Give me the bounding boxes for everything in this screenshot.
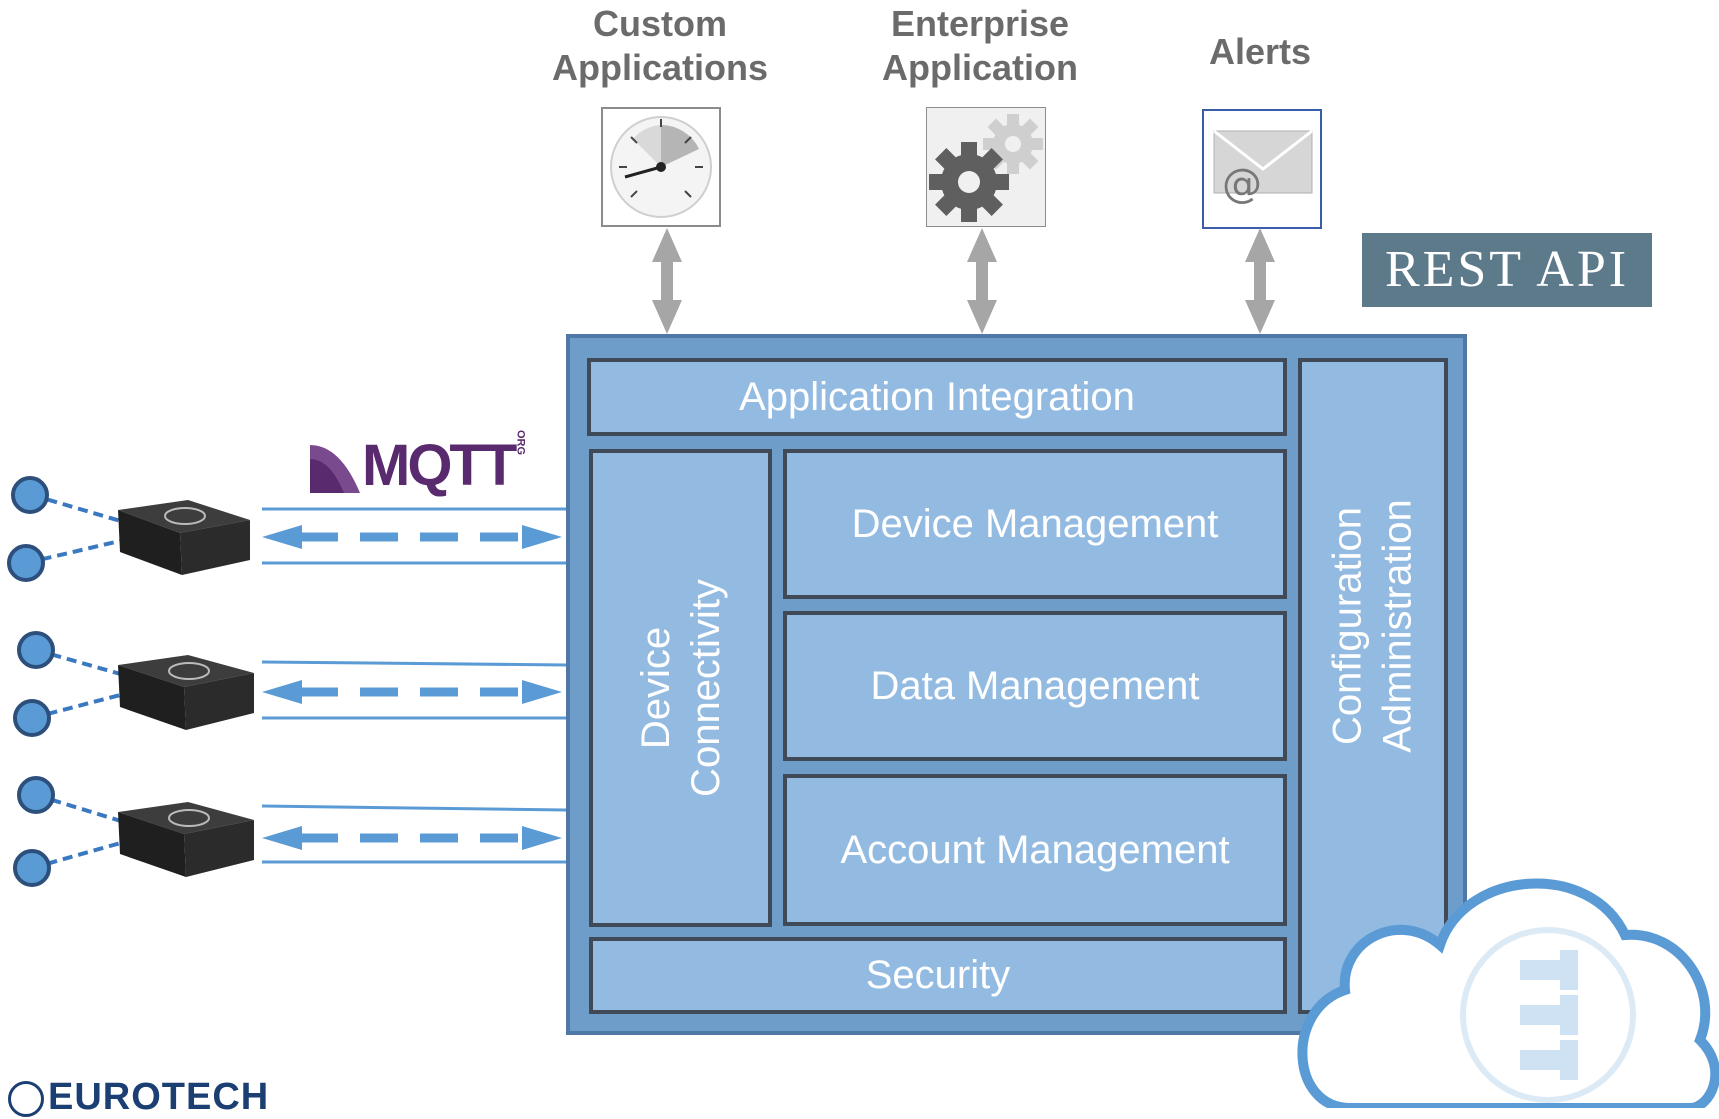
double-arrow-enterprise-app — [967, 228, 997, 334]
label-enterprise-application: Enterprise Application — [882, 3, 1078, 88]
sensor-node — [17, 776, 55, 814]
sensor-node — [11, 476, 49, 514]
platform-box: Application Integration Device Connectiv… — [566, 334, 1467, 1035]
device-management-block: Device Management — [783, 449, 1287, 599]
device-link-group-1 — [262, 507, 566, 565]
gateway-device-3 — [13, 776, 254, 887]
account-management-block: Account Management — [783, 774, 1287, 926]
mqtt-logo: MQTTORG — [310, 430, 526, 499]
security-block: Security — [589, 937, 1287, 1014]
cloud-icon — [1297, 878, 1719, 1108]
configuration-administration-label: Configuration Administration — [1326, 499, 1420, 753]
device-connectivity-block: Device Connectivity — [589, 449, 772, 927]
data-management-block: Data Management — [783, 611, 1287, 761]
rest-api-badge: REST API — [1362, 233, 1652, 307]
at-sign: @ — [1222, 161, 1262, 207]
sensor-node — [13, 699, 51, 737]
gears-icon — [926, 107, 1046, 227]
gauge-icon — [601, 107, 721, 227]
label-custom-applications: Custom Applications — [551, 3, 769, 88]
eurotech-logo: EUROTECH — [8, 1076, 269, 1119]
double-arrow-alerts — [1245, 228, 1275, 334]
double-arrow-custom-apps — [652, 228, 682, 334]
gateway-device-1 — [7, 476, 250, 582]
email-icon: @ — [1202, 109, 1322, 229]
application-integration-block: Application Integration — [587, 358, 1287, 436]
device-link-group-3 — [261, 804, 567, 864]
sensor-node — [7, 544, 45, 582]
device-link-group-2 — [261, 660, 567, 720]
gateway-device-2 — [13, 631, 254, 737]
label-alerts: Alerts — [1208, 31, 1312, 72]
sensor-node — [17, 631, 55, 669]
device-connectivity-label: Device Connectivity — [633, 579, 728, 797]
sensor-node — [13, 849, 51, 887]
configuration-administration-block: Configuration Administration — [1298, 358, 1448, 1014]
eurotech-logo-icon — [8, 1080, 44, 1117]
